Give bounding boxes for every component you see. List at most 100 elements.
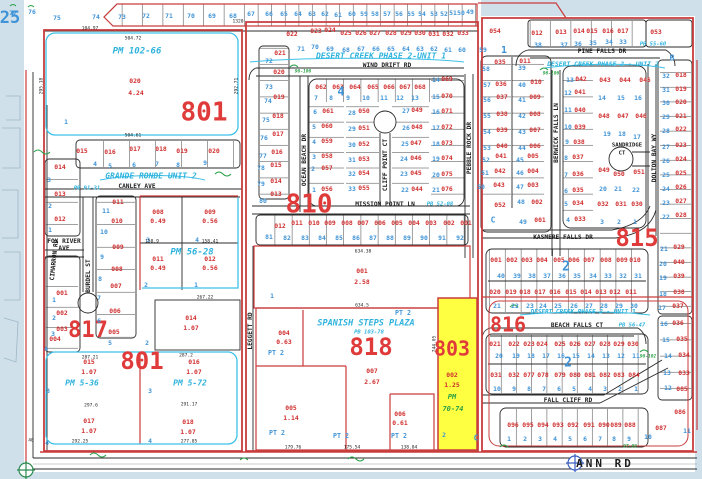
- street-name: LEGGETT RD: [247, 312, 254, 350]
- lot-number: 3: [47, 176, 51, 184]
- parcel-number: 008: [600, 256, 612, 264]
- parcel-number: 001: [356, 267, 368, 275]
- parcel-number: 0.49: [150, 264, 166, 272]
- dimension: 287.2: [179, 353, 193, 359]
- parcel-number: 015: [83, 358, 95, 366]
- parcel-number: 017: [272, 130, 284, 138]
- parcel-number: 009: [324, 219, 336, 227]
- boundary-red-layer: [25, 2, 698, 468]
- parcel-number: 044: [411, 185, 423, 193]
- parcel-number: 006: [394, 410, 406, 418]
- pt-mark: PT 2: [268, 349, 284, 357]
- lot-number: 16: [634, 94, 642, 102]
- lot-number: 88: [386, 234, 394, 242]
- parcel-number: 084: [628, 371, 640, 379]
- parcel-number: 012: [204, 255, 216, 263]
- subdivision-title: GRANDE RONDE UNIT 2: [105, 172, 197, 181]
- block-number: B: [670, 54, 675, 63]
- lot-number: 64: [402, 45, 410, 53]
- survey-monument-icons: [17, 454, 584, 479]
- parcel-number: 062: [315, 83, 327, 91]
- plat-reference: PB 103-78: [354, 330, 384, 336]
- parcel-number: 021: [489, 340, 501, 348]
- lot-number: 27: [662, 143, 670, 151]
- parcel-number: 035: [572, 186, 584, 194]
- parcel-number: 037: [572, 153, 584, 161]
- parcel-number: 4.24: [128, 89, 144, 97]
- parcel-number: 009: [204, 208, 216, 216]
- lot-number: 1: [270, 292, 274, 300]
- lot-number: 35: [573, 272, 581, 280]
- parcel-number: 042: [575, 75, 587, 83]
- lot-number: 6: [557, 385, 561, 393]
- layer-subdivisions: GRANDE RONDE UNIT 2 DESERT CREEK PHASE 2-…: [105, 52, 659, 329]
- plat-reference: PM 102-66: [113, 47, 162, 57]
- lot-number: 32: [619, 272, 627, 280]
- parcel-number: 024: [536, 340, 548, 348]
- parcel-number: 034: [572, 199, 584, 207]
- lot-number: 37: [543, 272, 551, 280]
- lot-number: 19: [432, 155, 440, 163]
- plat-reference: PB 91-31: [74, 186, 101, 192]
- lot-number: 77: [9, 9, 17, 17]
- street-name: DOLTON BAY WY: [651, 134, 658, 183]
- parcel-number: 027: [675, 197, 687, 205]
- lot-number: 2: [145, 339, 149, 347]
- parcel-number: 028: [599, 340, 611, 348]
- parcel-number: 054: [358, 169, 370, 177]
- parcel-number: 014: [270, 177, 282, 185]
- parcel-number: 012: [54, 215, 66, 223]
- parcel-number: 064: [349, 83, 361, 91]
- dimension: 1320: [232, 19, 243, 25]
- parcel-number: 004: [527, 167, 539, 175]
- lot-number: 42: [518, 112, 526, 120]
- parcel-number: 037: [672, 302, 684, 310]
- street-name: CIMARRON RD: [49, 239, 60, 281]
- lot-number: 24: [400, 155, 408, 163]
- parcel-number: 078: [537, 371, 549, 379]
- street-name: SANDRIDGE: [612, 143, 642, 149]
- parcel-number: 013: [595, 288, 607, 296]
- lot-number: 66: [265, 10, 273, 18]
- parcel-number: 0.49: [150, 217, 166, 225]
- parcel-number: 036: [495, 80, 507, 88]
- parcel-number: 034: [678, 351, 690, 359]
- lot-number: 39: [518, 64, 526, 72]
- parcel-number: 082: [599, 371, 611, 379]
- lot-number: 13: [663, 369, 671, 377]
- parcel-number: 014: [185, 314, 197, 322]
- parcel-number: 007: [583, 256, 595, 264]
- parcel-number: 068: [414, 83, 426, 91]
- parcel-number: 013: [555, 28, 567, 36]
- block-number: 25: [0, 8, 20, 28]
- parcel-number: 036: [572, 170, 584, 178]
- adjacent-plat-outlines: [2, 95, 21, 363]
- lot-number: 14: [664, 352, 672, 360]
- parcel-number: 059: [321, 137, 333, 145]
- highlighted-parcel-803-002[interactable]: [437, 297, 478, 451]
- lot-number: 33: [619, 38, 627, 46]
- parcel-number: 032: [442, 30, 454, 38]
- lot-number: 29: [662, 113, 670, 121]
- lot-number: 17: [658, 304, 666, 312]
- parcel-number: 025: [675, 169, 687, 177]
- lot-number: 25: [401, 140, 409, 148]
- parcel-number: 032: [508, 371, 520, 379]
- green-marks-layer: [9, 4, 649, 462]
- lot-number: 15: [662, 336, 670, 344]
- lot-number: 68: [229, 12, 237, 20]
- parcel-number: 041: [495, 152, 507, 160]
- lot-number: 20: [495, 352, 503, 360]
- lot-number: 3: [46, 387, 50, 395]
- parcel-number: 0.61: [392, 419, 408, 427]
- subdivision-title: DESERT CREEK PHASE 2-UNIT 1: [315, 52, 446, 61]
- lot-number: 61: [334, 11, 342, 19]
- lot-number: 17: [542, 352, 550, 360]
- parcel-number: 016: [188, 358, 200, 366]
- lot-number: 13: [566, 76, 574, 84]
- lot-number: 4: [148, 437, 152, 445]
- lot-number: 10: [564, 123, 572, 131]
- parcel-number: 011: [625, 288, 637, 296]
- street-name: BURDEL ST: [85, 259, 92, 293]
